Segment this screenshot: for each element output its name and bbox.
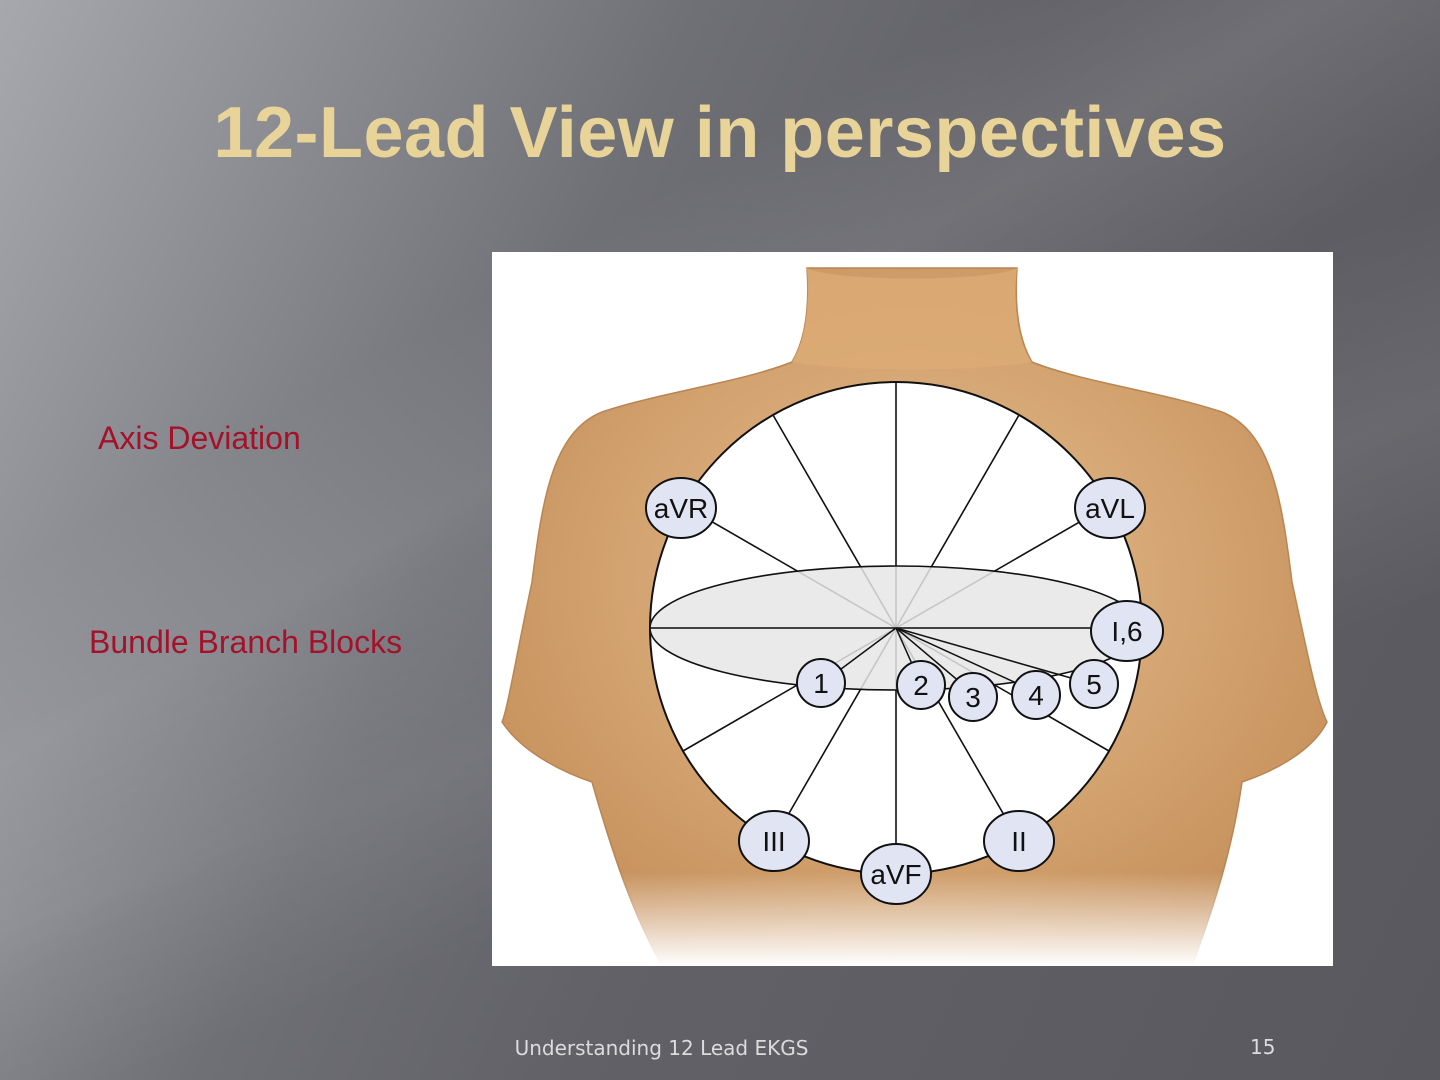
lead-I6-label: I,6 [1111, 616, 1142, 647]
lead-V3-label: 3 [965, 682, 981, 713]
chest-lead-diagram-svg: aVR aVL I,6 III aVF II 1 2 [492, 252, 1333, 966]
slide-title: 12-Lead View in perspectives [0, 92, 1440, 174]
lead-aVF-badge: aVF [861, 844, 931, 904]
lead-I6-badge: I,6 [1091, 601, 1163, 661]
lead-V1-badge: 1 [797, 659, 845, 707]
slide-footer: Understanding 12 Lead EKGS [0, 1036, 1323, 1060]
lead-V2-label: 2 [913, 670, 929, 701]
lead-III-label: III [762, 826, 785, 857]
lead-view-diagram: aVR aVL I,6 III aVF II 1 2 [492, 252, 1333, 966]
lead-aVR-badge: aVR [646, 478, 716, 538]
lead-V3-badge: 3 [949, 673, 997, 721]
hexaxial-wheel [650, 382, 1142, 874]
lead-III-badge: III [739, 811, 809, 871]
neck-shading [792, 268, 1032, 370]
lead-V4-label: 4 [1028, 680, 1044, 711]
bullet-bundle-branch-blocks: Bundle Branch Blocks [89, 624, 402, 661]
lead-V5-badge: 5 [1070, 660, 1118, 708]
lead-aVR-label: aVR [654, 493, 708, 524]
lead-II-label: II [1011, 826, 1027, 857]
lead-V2-badge: 2 [897, 661, 945, 709]
slide-page-number: 15 [1250, 1035, 1275, 1059]
lead-aVL-badge: aVL [1075, 478, 1145, 538]
lead-V1-label: 1 [813, 668, 829, 699]
lead-aVL-label: aVL [1085, 493, 1135, 524]
lead-aVF-label: aVF [870, 859, 921, 890]
bullet-axis-deviation: Axis Deviation [98, 420, 301, 457]
lead-II-badge: II [984, 811, 1054, 871]
lead-V5-label: 5 [1086, 669, 1102, 700]
lead-V4-badge: 4 [1012, 671, 1060, 719]
